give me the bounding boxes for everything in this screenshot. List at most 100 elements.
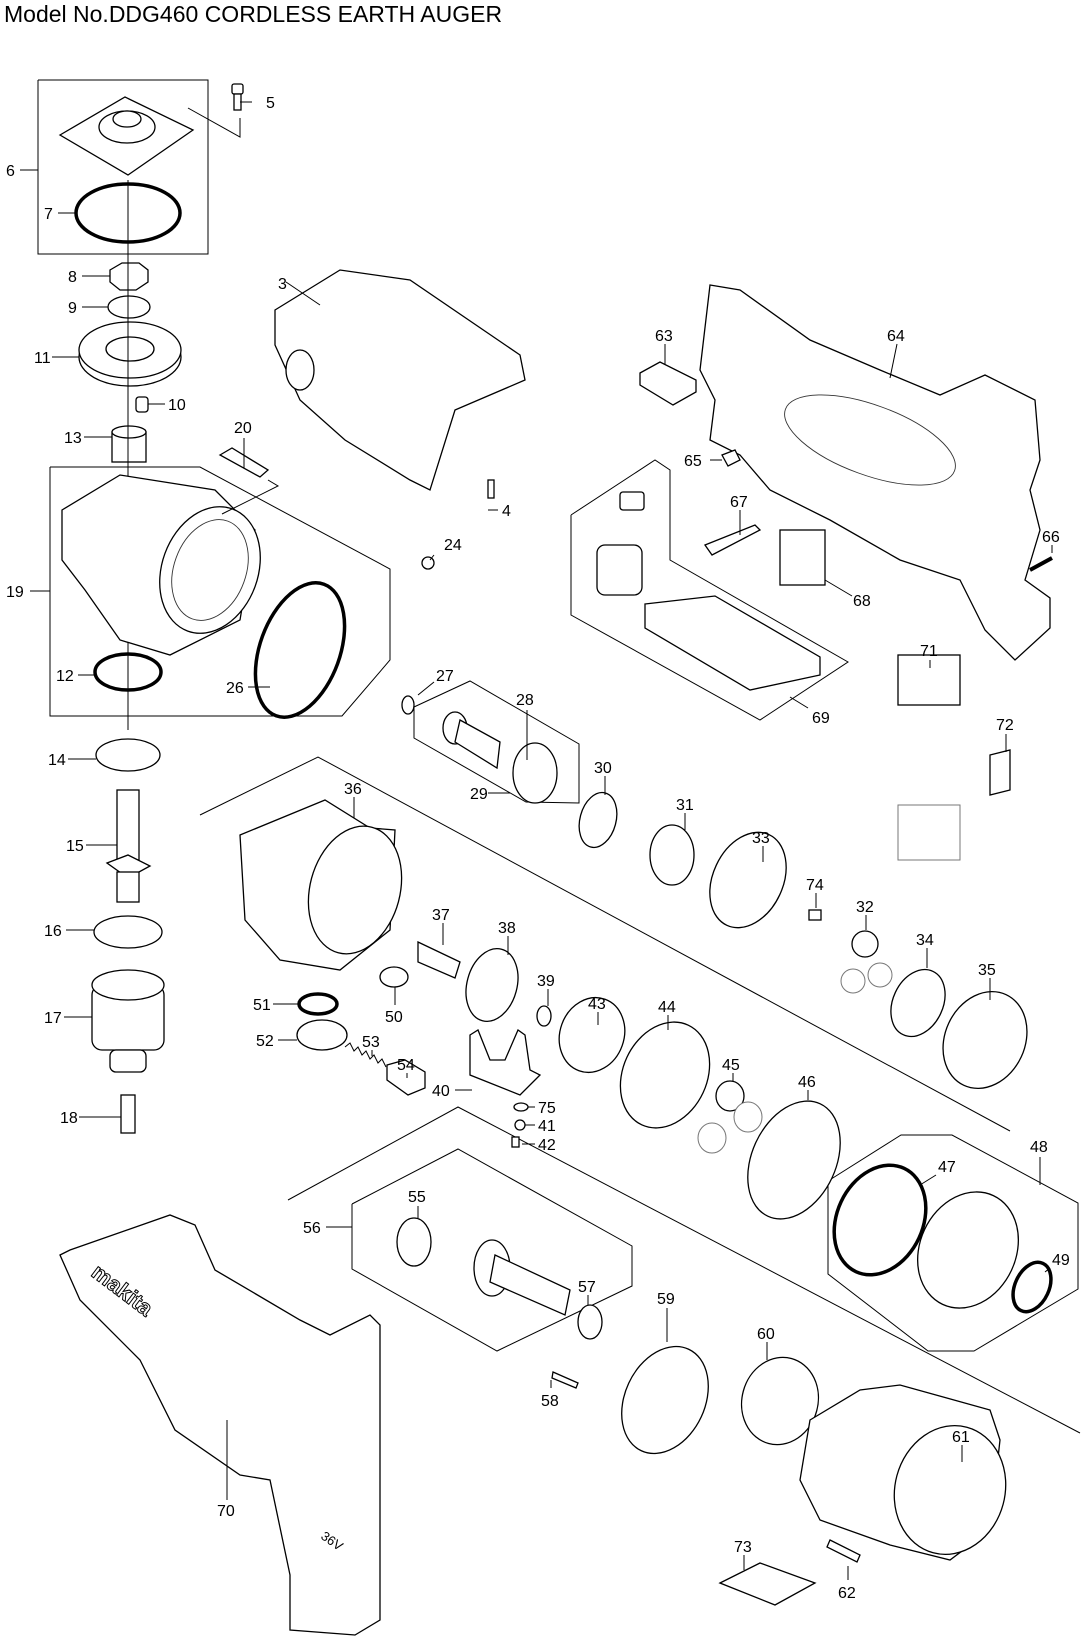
handle-right-part [699, 284, 1051, 661]
callout-58: 58 [541, 1393, 559, 1410]
callout-50: 50 [385, 1009, 403, 1026]
callout-13: 13 [64, 430, 82, 447]
group-box-28 [413, 680, 580, 804]
callout-20: 20 [234, 420, 252, 437]
callout-35: 35 [978, 962, 996, 979]
baffle-plate-part [621, 1345, 709, 1455]
carrier-31-part [649, 824, 695, 886]
slide-block-part [386, 1059, 426, 1096]
switch-lever-part [703, 524, 762, 556]
callout-30: 30 [594, 760, 612, 777]
callout-36: 36 [344, 781, 362, 798]
callout-38: 38 [498, 920, 516, 937]
group-box-19 [49, 466, 391, 717]
callout-27: 27 [436, 668, 454, 685]
spindle-part [105, 789, 152, 903]
group-box-48 [827, 1134, 1079, 1352]
pin-41-part [514, 1119, 526, 1131]
bearing-38-part [465, 948, 519, 1022]
drill-chuck-part [91, 969, 165, 1073]
screw-58-part [551, 1371, 579, 1389]
change-lever-part [296, 1019, 348, 1051]
callout-75: 75 [538, 1100, 556, 1117]
callout-60: 60 [757, 1326, 775, 1343]
callout-31: 31 [676, 797, 694, 814]
callout-70: 70 [217, 1503, 235, 1520]
bearing-box-part [832, 1163, 1053, 1314]
callout-47: 47 [938, 1159, 956, 1176]
callout-65: 65 [684, 453, 702, 470]
plate-46-part [747, 1100, 841, 1220]
label-73-part [718, 1562, 817, 1606]
screw-42-part [511, 1136, 520, 1148]
internal-gear-44-part [619, 1021, 711, 1129]
group-box-56 [351, 1148, 633, 1352]
callout-26: 26 [226, 680, 244, 697]
callout-52: 52 [256, 1033, 274, 1050]
sleeve-part [111, 425, 147, 463]
callout-48: 48 [1030, 1139, 1048, 1156]
callout-17: 17 [44, 1010, 62, 1027]
callout-73: 73 [734, 1539, 752, 1556]
callout-43: 43 [588, 996, 606, 1013]
callout-leader-68 [824, 579, 853, 597]
plate-35-part [942, 990, 1028, 1090]
spur-gear-37-part [417, 940, 461, 979]
cover-plate-part [58, 96, 195, 176]
planet-gears-45-part [697, 1080, 763, 1154]
o-ring-12-part [93, 652, 163, 692]
group-box-6 [37, 79, 209, 255]
label-72-part [989, 749, 1011, 796]
callout-12: 12 [56, 668, 74, 685]
callout-18: 18 [60, 1110, 78, 1127]
callout-56: 56 [303, 1220, 321, 1237]
stopper-part [469, 1029, 542, 1096]
retaining-ring-30-part [578, 791, 618, 849]
callout-32: 32 [856, 899, 874, 916]
hex-nut-part [109, 262, 149, 291]
screw-18-part [120, 1094, 136, 1134]
bearing-14-part [95, 738, 161, 772]
rotor-part [473, 1239, 571, 1316]
callout-49: 49 [1052, 1252, 1070, 1269]
callout-72: 72 [996, 717, 1014, 734]
screw-66-part [1029, 556, 1053, 572]
callout-labels: 3456789101112131415161718192024262728293… [6, 95, 1070, 1602]
gear-case-part [239, 799, 403, 971]
group-box-36 [199, 756, 1011, 1132]
callout-15: 15 [66, 838, 84, 855]
group-boxes [37, 79, 1081, 1434]
callout-19: 19 [6, 584, 24, 601]
washer-75-part [513, 1102, 529, 1112]
callout-67: 67 [730, 494, 748, 511]
needle-bearing-74-part [808, 909, 822, 921]
o-ring-26-part [253, 581, 347, 719]
callout-45: 45 [722, 1057, 740, 1074]
bevel-gear-part [442, 711, 501, 770]
callout-46: 46 [798, 1074, 816, 1091]
bearing-29-part [512, 742, 558, 804]
internal-gear-33-part [709, 831, 787, 929]
callout-leader-69 [789, 696, 809, 709]
callout-10: 10 [168, 397, 186, 414]
controller-part [596, 491, 821, 691]
callout-53: 53 [362, 1034, 380, 1051]
callout-74: 74 [806, 877, 824, 894]
washer-27-part [401, 695, 415, 715]
callout-11: 11 [34, 350, 51, 367]
callout-57: 57 [578, 1279, 596, 1296]
group-box-69 [570, 459, 849, 721]
ring-16-part [93, 915, 163, 949]
callout-59: 59 [657, 1291, 675, 1308]
gear-housing-part [61, 474, 261, 656]
callout-34: 34 [916, 932, 934, 949]
callout-leader-27 [417, 681, 435, 696]
callout-8: 8 [68, 269, 77, 286]
callout-55: 55 [408, 1189, 426, 1206]
callout-33: 33 [752, 830, 770, 847]
page-title: Model No.DDG460 CORDLESS EARTH AUGER [4, 1, 503, 27]
callout-14: 14 [48, 752, 66, 769]
callout-61: 61 [952, 1429, 970, 1446]
callout-29: 29 [470, 786, 488, 803]
